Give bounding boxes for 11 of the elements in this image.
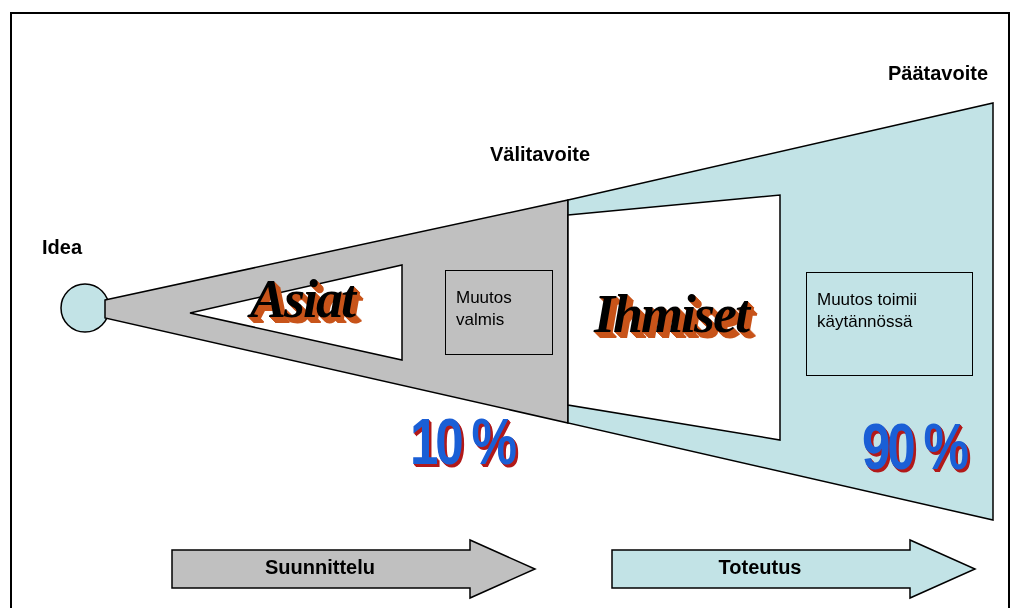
- process-arrow: [610, 538, 977, 600]
- arrow-label: Suunnittelu: [264, 556, 376, 579]
- percentage-label: 90 %: [862, 410, 966, 484]
- percentage-label: 10 %: [410, 405, 514, 479]
- milestone-label: Päätavoite: [888, 62, 989, 85]
- milestone-label: Välitavoite: [490, 143, 591, 166]
- process-arrow: [170, 538, 537, 600]
- text-box: Muutos valmis: [445, 270, 553, 355]
- heading-text: Idea: [42, 236, 83, 259]
- arrow-label: Toteutus: [717, 556, 803, 579]
- text-box: Muutos toimii käytännössä: [806, 272, 973, 376]
